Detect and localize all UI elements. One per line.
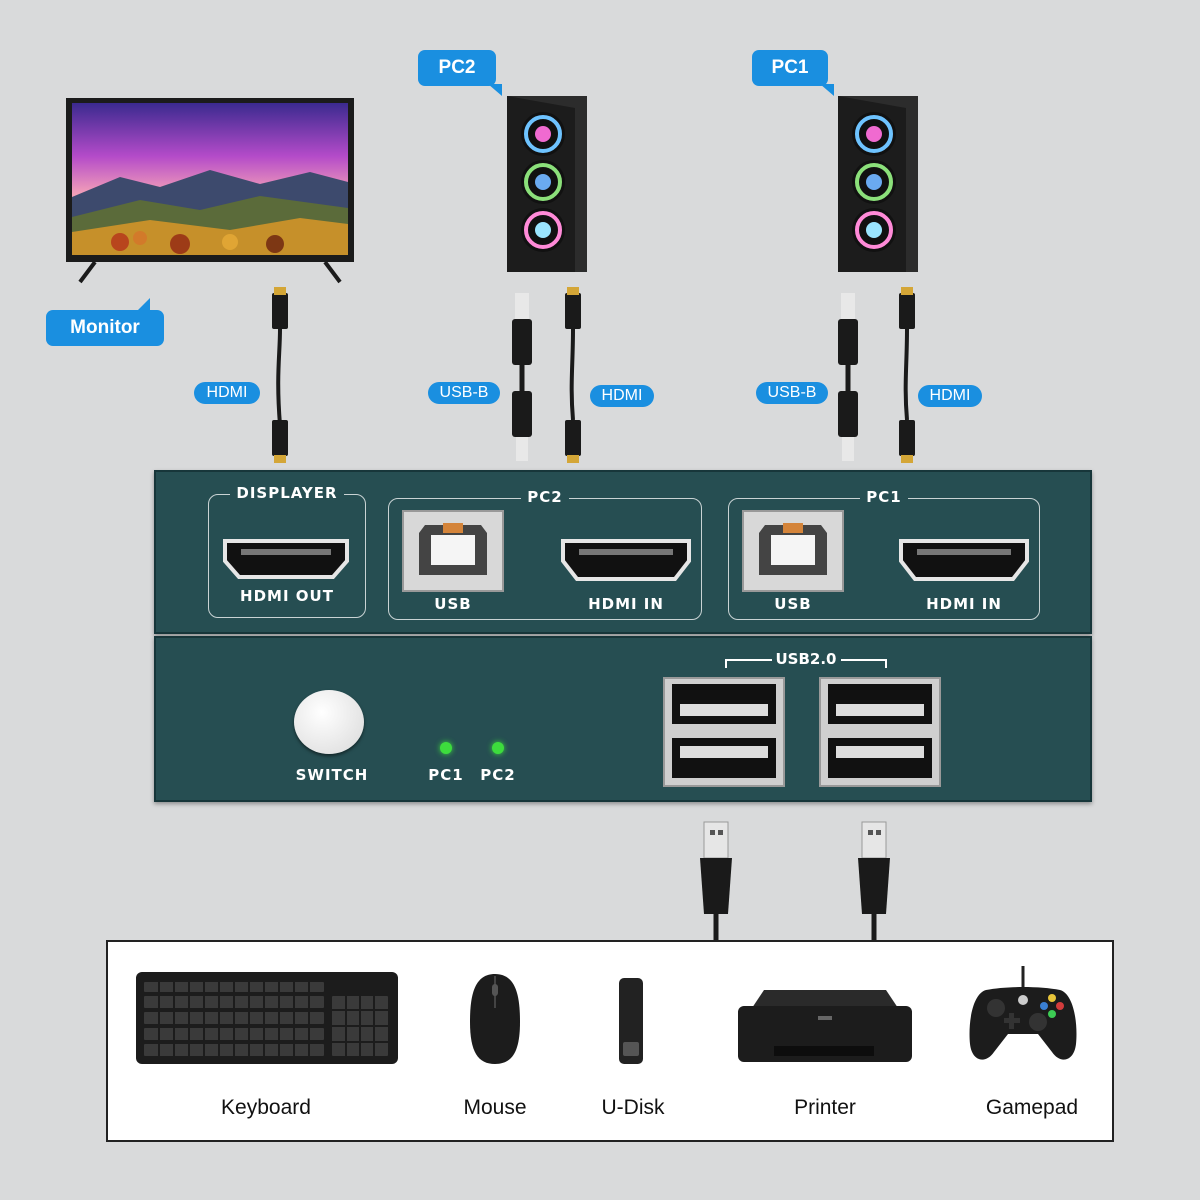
kvm-back-panel: DISPLAYER HDMI OUT PC2 USB HDMI IN xyxy=(154,470,1092,634)
mouse-illustration xyxy=(470,974,520,1064)
pc2-usb-b-port[interactable] xyxy=(401,509,505,593)
pc2-callout-text: PC2 xyxy=(438,57,476,78)
gamepad-illustration xyxy=(969,966,1077,1060)
usb-a-port-stack-2[interactable] xyxy=(818,676,942,788)
usbb-pc2-callout: USB-B xyxy=(428,382,500,404)
usbb-pc1-callout: USB-B xyxy=(756,382,828,404)
peripheral-devices-box: Keyboard Mouse U-Disk Printer xyxy=(106,940,1114,1142)
hdmi-pc2-callout: HDMI xyxy=(590,385,654,407)
pc2-hdmi-label: HDMI IN xyxy=(588,595,664,613)
udisk-illustration xyxy=(619,978,643,1064)
usbb-cable-pc1 xyxy=(838,293,858,461)
hdmi-monitor-callout: HDMI xyxy=(194,382,260,404)
usbb-pc2-callout-text: USB-B xyxy=(439,384,489,401)
pc2-port-group: PC2 USB HDMI IN xyxy=(388,488,702,620)
monitor-callout-text: Monitor xyxy=(70,317,140,338)
pc1-port-group: PC1 USB HDMI IN xyxy=(728,488,1040,620)
pc1-group-title: PC1 xyxy=(860,488,908,506)
pc1-tower xyxy=(838,96,918,272)
pc1-led-label: PC1 xyxy=(428,766,464,784)
pc1-callout: PC1 xyxy=(752,50,834,96)
keyboard-label: Keyboard xyxy=(221,1096,311,1119)
top-cables xyxy=(272,287,915,463)
kvm-front-panel: SWITCH PC1 PC2 USB2.0 xyxy=(154,636,1092,802)
keyboard-illustration xyxy=(136,972,398,1064)
pc1-hdmi-in-port[interactable] xyxy=(897,537,1031,583)
displayer-title: DISPLAYER xyxy=(230,484,344,502)
usb-a-port-stack-1[interactable] xyxy=(662,676,786,788)
hdmi-cable-pc2 xyxy=(565,287,581,463)
pc2-led xyxy=(492,742,504,754)
hdmi-pc1-callout: HDMI xyxy=(918,385,982,407)
usbb-cable-pc2 xyxy=(512,293,532,461)
mouse-label: Mouse xyxy=(463,1096,527,1119)
pc2-callout: PC2 xyxy=(418,50,502,96)
usb-group-label: USB2.0 xyxy=(771,650,841,668)
pc1-callout-text: PC1 xyxy=(771,57,809,78)
monitor-illustration xyxy=(66,98,354,284)
hdmi-monitor-callout-text: HDMI xyxy=(206,384,248,401)
pc1-hdmi-label: HDMI IN xyxy=(926,595,1002,613)
pc1-usb-b-port[interactable] xyxy=(741,509,845,593)
pc2-tower xyxy=(507,96,587,272)
pc2-led-label: PC2 xyxy=(480,766,516,784)
pc1-led xyxy=(440,742,452,754)
udisk-label: U-Disk xyxy=(601,1096,665,1119)
hdmi-pc1-callout-text: HDMI xyxy=(929,387,971,404)
usb-a-cables xyxy=(700,821,890,942)
pc2-group-title: PC2 xyxy=(521,488,569,506)
pc2-usb-label: USB xyxy=(434,595,472,613)
printer-illustration xyxy=(738,990,912,1062)
gamepad-label: Gamepad xyxy=(985,1096,1079,1119)
printer-label: Printer xyxy=(794,1096,856,1119)
pc2-hdmi-in-port[interactable] xyxy=(559,537,693,583)
hdmi-pc2-callout-text: HDMI xyxy=(601,387,643,404)
pc1-usb-label: USB xyxy=(774,595,812,613)
hdmi-out-port[interactable] xyxy=(221,537,351,581)
hdmi-cable-monitor xyxy=(272,287,288,463)
displayer-port-group: DISPLAYER HDMI OUT xyxy=(208,484,366,618)
usbb-pc1-callout-text: USB-B xyxy=(767,384,817,401)
switch-button[interactable] xyxy=(294,690,364,754)
monitor-callout: Monitor xyxy=(46,298,164,346)
hdmi-cable-pc1 xyxy=(899,287,915,463)
switch-label: SWITCH xyxy=(295,766,369,784)
hdmi-out-label: HDMI OUT xyxy=(240,587,334,605)
